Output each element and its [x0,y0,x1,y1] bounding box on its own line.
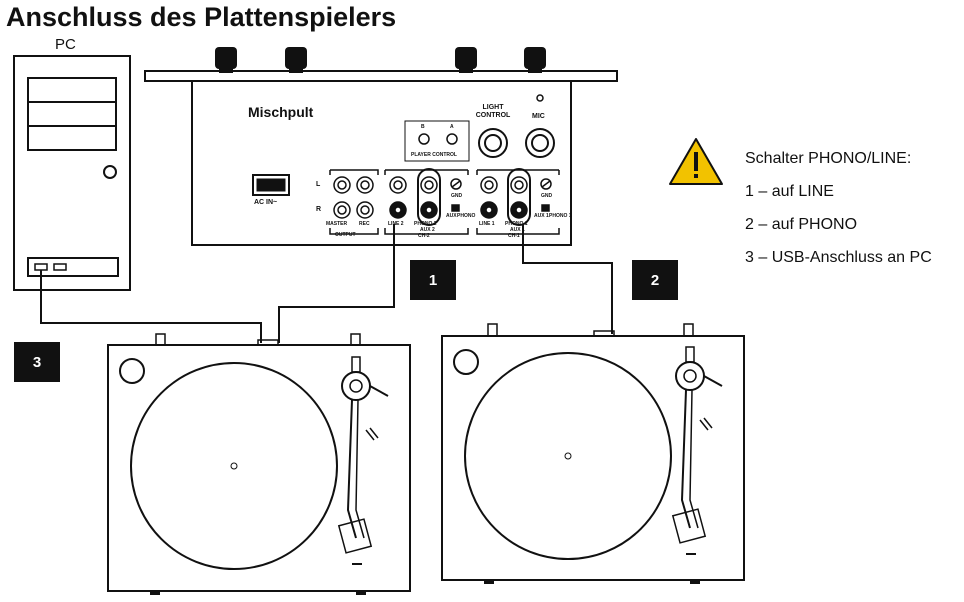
phono1-label: PHONO 1 [505,221,528,227]
pc-label: PC [55,36,76,53]
pc-tower [13,55,131,291]
legend-item-1: 1 – auf LINE [745,183,834,200]
ch2-label: CH-2 [418,233,430,239]
row-r-label: R [316,206,322,213]
warning-triangle-icon [669,138,723,185]
mixer-label: Mischpult [248,104,314,120]
row-l-label: L [316,181,321,188]
mixer-knob [215,47,546,73]
phono-small-label: PHONO [457,213,476,219]
gnd-label-ch2: GND [451,193,463,199]
master-label: MASTER [326,221,348,227]
player-control-label: PLAYER CONTROL [411,152,457,158]
line1-label: LINE 1 [479,221,495,227]
player-b-label: B [421,124,425,130]
badge-1: 1 [410,260,456,300]
turntable-1 [107,333,411,595]
mixer [144,47,618,246]
cables [40,224,613,343]
page-title: Anschluss des Plattenspielers [6,2,397,32]
legend-heading: Schalter PHONO/LINE: [745,150,912,167]
player-a-label: A [450,124,454,130]
line2-label: LINE 2 [388,221,404,227]
aux1-label: AUX 1 [510,227,525,233]
aux2-label: AUX 2 [420,227,435,233]
mic-label: MIC [532,113,545,120]
aux-small-label: AUX [446,213,457,219]
legend-item-2: 2 – auf PHONO [745,216,858,233]
light-control-label: LIGHT CONTROL [475,104,511,119]
legend-item-3: 3 – USB-Anschluss an PC [745,249,932,266]
badge-2: 2 [632,260,678,300]
turntable-2 [441,323,745,584]
phono2-label: PHONO 2 [414,221,437,227]
rec-label: REC [359,221,370,227]
ch1-label: CH-1 [508,233,520,239]
gnd-label-ch1: GND [541,193,553,199]
phono1-small-label: PHONO 1 [549,213,572,219]
badge-3: 3 [14,342,60,382]
ac-in-label: AC IN~ [254,199,278,206]
aux1-small-label: AUX 1 [534,213,549,219]
output-label: OUTPUT [335,232,356,238]
